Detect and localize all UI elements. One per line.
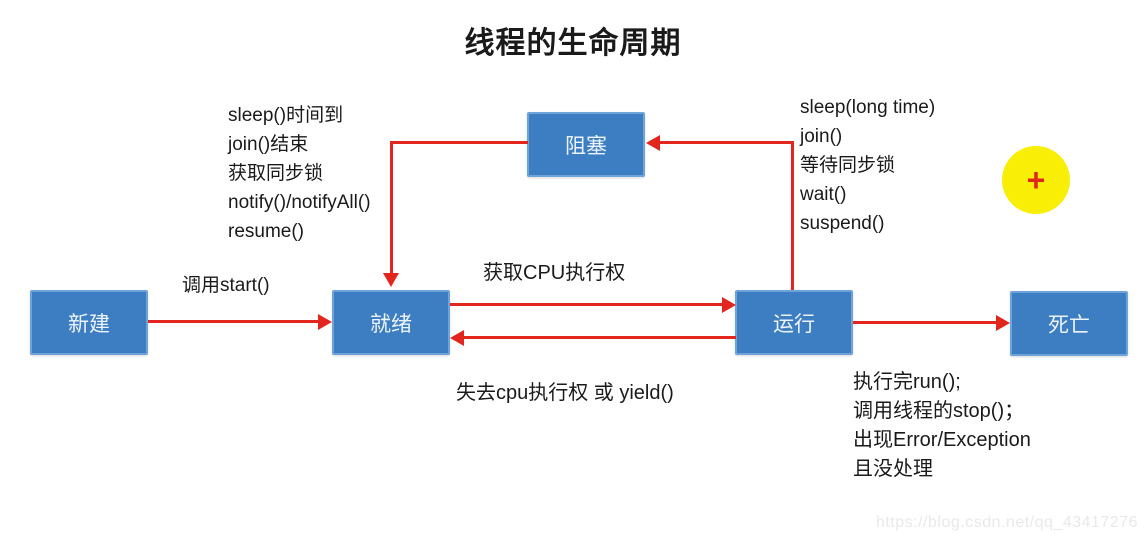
arrow-running-to-blocked-head-icon: [646, 135, 660, 151]
arrow-running-to-dead-line: [853, 321, 998, 324]
arrow-ready-to-running-line: [450, 303, 724, 306]
condition-line: notify()/notifyAll(): [228, 192, 371, 213]
arrow-new-to-ready-line: [148, 320, 322, 323]
arrow-running-to-blocked-hline: [660, 141, 794, 144]
condition-line: 出现Error/Exception: [853, 429, 1031, 451]
arrow-running-to-ready-line: [462, 336, 736, 339]
condition-line: sleep()时间到: [228, 105, 344, 126]
condition-line: 执行完run();: [853, 371, 961, 393]
running-to-blocked-conditions: sleep(long time) join() 等待同步锁 wait() sus…: [800, 93, 935, 238]
blocked-to-ready-conditions: sleep()时间到 join()结束 获取同步锁 notify()/notif…: [228, 101, 371, 246]
arrow-blocked-to-ready-hline: [390, 141, 528, 144]
plus-icon: +: [1026, 162, 1046, 198]
page-title: 线程的生命周期: [464, 27, 682, 60]
label-get-cpu: 获取CPU执行权: [483, 262, 626, 284]
condition-line: suspend(): [800, 213, 885, 234]
condition-line: resume(): [228, 221, 305, 242]
node-running-state: 运行: [735, 290, 853, 355]
condition-line: 且没处理: [853, 458, 933, 480]
arrow-running-to-blocked-vline: [791, 142, 794, 290]
label-call-start: 调用start(): [182, 275, 270, 296]
arrow-blocked-to-ready-vline: [390, 141, 393, 274]
condition-line: 获取同步锁: [228, 163, 324, 184]
cursor-highlight-icon: +: [1002, 146, 1070, 214]
condition-line: 等待同步锁: [800, 155, 896, 176]
arrow-blocked-to-ready-head-icon: [383, 273, 399, 287]
arrow-ready-to-running-head-icon: [722, 297, 736, 313]
condition-line: wait(): [800, 184, 847, 205]
death-conditions: 执行完run(); 调用线程的stop()； 出现Error/Exception…: [853, 368, 1031, 484]
condition-line: sleep(long time): [800, 97, 936, 118]
label-lose-cpu: 失去cpu执行权 或 yield(): [456, 382, 674, 404]
arrow-new-to-ready-head-icon: [318, 314, 332, 330]
condition-line: 调用线程的stop()；: [853, 400, 1025, 422]
condition-line: join()结束: [228, 134, 309, 155]
node-blocked-state: 阻塞: [527, 112, 645, 177]
node-new-state: 新建: [30, 290, 148, 355]
arrow-running-to-dead-head-icon: [996, 315, 1010, 331]
watermark-url: https://blog.csdn.net/qq_43417276: [875, 514, 1138, 531]
arrow-running-to-ready-head-icon: [450, 330, 464, 346]
condition-line: join(): [800, 126, 843, 147]
node-dead-state: 死亡: [1010, 291, 1128, 356]
node-ready-state: 就绪: [332, 290, 450, 355]
